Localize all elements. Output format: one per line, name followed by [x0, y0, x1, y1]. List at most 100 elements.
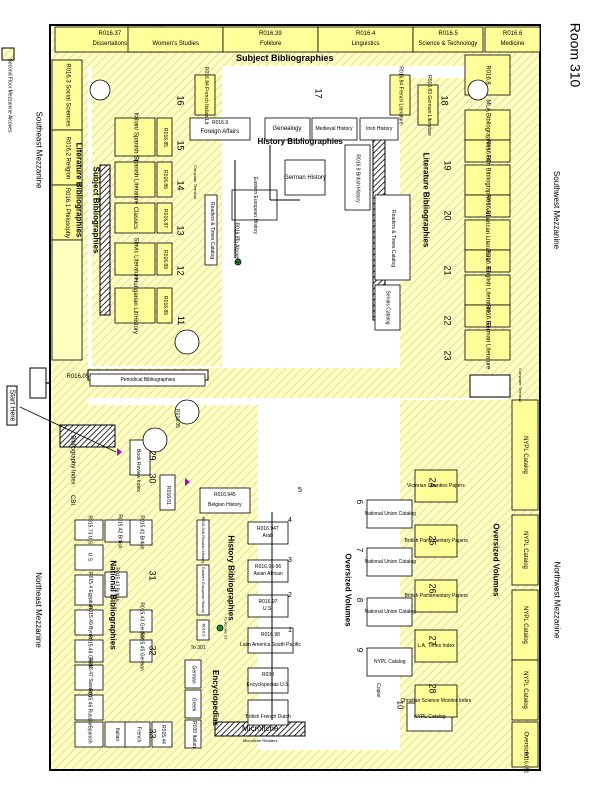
medieval-label: Medieval History — [315, 125, 353, 132]
start-here-label: Start Here — [6, 385, 18, 426]
left-shelf-box — [51, 184, 83, 241]
history-lower-call: R016.97 — [258, 598, 278, 605]
right-shelf-box — [464, 194, 511, 218]
oversized-label: Victorian Counties Papers — [407, 482, 465, 489]
top-shelf-name: Science & Technology — [418, 41, 478, 47]
alcove-number: 12 — [175, 264, 186, 276]
readers-guide-label: Readers & Times Catalog — [208, 201, 215, 259]
r016-9-label: R016.9 — [212, 119, 229, 126]
start-marker — [185, 478, 190, 486]
lit-name-box — [114, 117, 156, 157]
history-lower-left-box — [196, 619, 210, 641]
readers-guide-box — [204, 194, 218, 266]
british-history-label: R016.9 British History — [354, 153, 361, 203]
encyclopedia-box — [184, 659, 202, 689]
r016-01-box — [159, 474, 176, 511]
history-lower-name: Latin America South Pacific — [240, 641, 301, 648]
alcove-number: 17 — [313, 87, 324, 99]
lit-call-label: R016.89 — [161, 249, 168, 269]
bibliography-index-label: Bibliography Index — [69, 435, 76, 485]
lit-name-box — [114, 287, 156, 324]
top-shelf-call: R016.4 — [356, 31, 376, 37]
genealogy-box — [264, 117, 311, 141]
lower-number: 3 — [288, 556, 292, 564]
history-lower-call: R030 — [262, 671, 274, 678]
history-bibliographies-title: History Bibliographies — [257, 137, 343, 146]
subject-bibliographies-title: Subject Bibliographies — [236, 52, 334, 63]
national-shelf-box — [74, 694, 104, 721]
right-shelf-label: German Literature — [483, 320, 490, 370]
readers-times-label: Readers & Times Catalog — [389, 209, 396, 267]
national-shelf-label: U.S. — [86, 552, 93, 563]
national-shelf-label: R015.46 Russian — [86, 688, 93, 727]
left-shelf-box — [51, 59, 83, 131]
oversized-volumes-center-title: Oversized Volumes — [343, 553, 353, 627]
german-history-label: German History — [284, 175, 327, 181]
green-marker — [234, 258, 242, 266]
oversized-box — [414, 524, 458, 558]
national-shelf-box — [129, 519, 153, 546]
to-301-label: To 301 — [190, 644, 206, 651]
british-history-box — [344, 144, 371, 211]
copier-label: Copier — [374, 682, 381, 698]
lit-name-label: Spanish Literature — [131, 155, 138, 204]
history-lower-name: Arab — [262, 532, 274, 539]
encyclopedia-label: R030 Italian — [190, 720, 197, 748]
national-shelf-label: R015.41 British — [138, 515, 145, 550]
history-lower-left-label: R016.946 Russian History — [201, 516, 207, 564]
top-shelf-box — [127, 26, 224, 53]
right-shelf-box — [464, 109, 511, 141]
lit-call-box — [156, 202, 173, 234]
national-shelf-box — [74, 574, 104, 606]
lit-call-label: R016.87 — [161, 208, 168, 228]
r016-9b-label: R016.9 — [233, 221, 240, 239]
french-lit-label: R016.84 French Literature — [397, 65, 404, 125]
serials-label: Serials Catalog — [384, 290, 391, 324]
top-shelf-box — [222, 26, 319, 53]
top-shelf-call: R016.5 — [438, 31, 458, 37]
lit-name-label: Hungarian Lit/History — [132, 277, 139, 334]
northeast-mezzanine-label: Northeast Mezzanine — [33, 572, 43, 648]
right-shelf-box — [464, 249, 511, 273]
lit-call-box — [156, 242, 173, 276]
catalog-number: 8 — [355, 597, 365, 603]
encyclopedias-title: Encyclopedias — [211, 669, 221, 727]
catalog-number: 7 — [355, 547, 365, 553]
history-lower-box — [247, 594, 289, 618]
hatched-block — [59, 424, 116, 448]
right-shelf-north-label: NYPL Catalog — [521, 531, 528, 569]
top-shelf-name: Medicine — [500, 41, 525, 47]
right-shelf-box-north — [511, 514, 539, 586]
right-shelf-box — [464, 329, 511, 361]
lit-call-label: R016.89 — [161, 296, 168, 315]
top-wall-shelves — [54, 26, 541, 53]
right-shelf-box — [464, 304, 511, 328]
legend-swatch — [1, 47, 15, 61]
lower-number: 5 — [298, 486, 302, 494]
history-lower-left-box — [196, 564, 210, 616]
alcove-number: 20 — [442, 209, 453, 221]
right-wall-shelves — [464, 54, 539, 768]
right-shelf-box-north — [511, 399, 539, 511]
national-shelf-box — [74, 721, 104, 748]
german-history-box — [284, 159, 326, 196]
round-table — [89, 79, 111, 101]
right-shelf-north-call: R016.051 — [522, 751, 529, 774]
alcove-number: 29 — [147, 449, 158, 461]
foreign-affairs-label: Foreign Affairs — [200, 129, 240, 135]
history-lower-name: U.S. — [263, 605, 273, 612]
national-shelf-label: R015.44 — [159, 725, 166, 744]
history-lower-name: Belgian History — [208, 501, 242, 508]
top-shelf-name: Dissertations — [92, 41, 128, 47]
genealogy-label: Genealogy — [272, 126, 302, 132]
national-shelf-label: R015.73 U.S. — [86, 514, 93, 546]
r016-01-label: R016.01 — [164, 485, 171, 505]
lit-call-label: R016.86 — [161, 170, 168, 189]
oversized-box — [414, 469, 458, 503]
catalog-number: 9 — [355, 647, 365, 653]
to-alcove-23-label: To Alcove 23 — [222, 616, 228, 640]
left-shelf-label: R016.3 Social Sciences — [64, 63, 71, 127]
catalog-label: National Union Catalog — [364, 608, 416, 615]
right-shelf-box-north — [511, 589, 539, 661]
